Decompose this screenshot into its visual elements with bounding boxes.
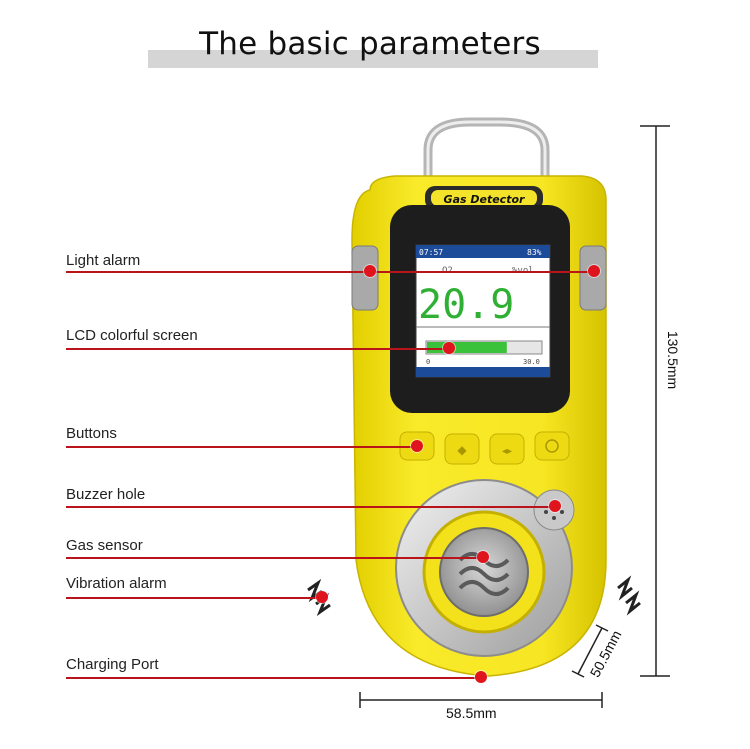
height-dimension-line <box>640 125 670 677</box>
title-underline-bar <box>148 50 598 68</box>
charging-port-marker <box>475 671 487 683</box>
depth-dimension-line <box>571 624 609 678</box>
light-alarm-marker-right <box>588 265 600 277</box>
callout-gas-sensor-label: Gas sensor <box>66 537 143 554</box>
buzzer-marker <box>549 500 561 512</box>
depth-dimension-label: 50.5mm <box>587 628 625 680</box>
lcd-marker <box>443 342 455 354</box>
svg-text:0: 0 <box>426 358 430 366</box>
light-alarm-right <box>579 245 607 311</box>
callout-buzzer-label: Buzzer hole <box>66 486 146 503</box>
svg-text:07:57: 07:57 <box>419 248 443 257</box>
light-alarm-left <box>351 245 379 311</box>
callout-buttons-line <box>66 446 418 448</box>
callout-light-alarm-label: Light alarm <box>66 252 141 269</box>
svg-text:83%: 83% <box>527 248 542 257</box>
callout-lcd-line <box>66 348 448 350</box>
svg-text:◆: ◆ <box>457 443 467 457</box>
buttons-marker <box>411 440 423 452</box>
callout-vibration-label: Vibration alarm <box>66 575 167 592</box>
svg-text:◂▸: ◂▸ <box>502 446 512 457</box>
callout-lcd-label: LCD colorful screen <box>66 327 198 344</box>
width-dimension-line <box>359 692 603 708</box>
callout-charging-label: Charging Port <box>66 656 159 673</box>
height-dimension-label: 130.5mm <box>665 331 681 389</box>
light-alarm-marker-left <box>364 265 376 277</box>
svg-text:20.9: 20.9 <box>418 282 514 328</box>
vibration-marker <box>316 591 328 603</box>
vibration-icon-right <box>617 575 641 616</box>
callout-vibration-line <box>66 597 322 599</box>
width-dimension-label: 58.5mm <box>446 705 497 721</box>
page-title: The basic parameters <box>199 26 541 62</box>
callout-light-alarm-line <box>66 271 594 273</box>
callout-buttons-label: Buttons <box>66 425 117 442</box>
svg-text:30.0: 30.0 <box>523 358 540 366</box>
callout-charging-line <box>66 677 482 679</box>
gas-level-bar <box>427 342 507 353</box>
callout-gas-sensor-line <box>66 557 484 559</box>
device-badge: Gas Detector <box>444 193 525 206</box>
callout-buzzer-line <box>66 506 556 508</box>
gas-sensor-marker <box>477 551 489 563</box>
